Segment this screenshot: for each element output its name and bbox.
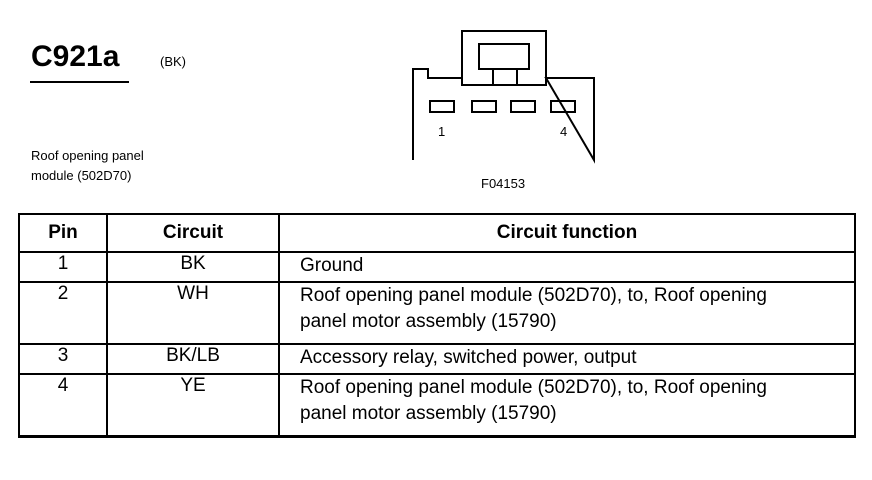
module-description-line2: module (502D70) — [31, 168, 132, 183]
pin-cavity — [429, 100, 455, 113]
table-row: 2 WH Roof opening panel module (502D70),… — [18, 281, 856, 345]
header-circuit: Circuit — [106, 213, 280, 253]
pin-table: Pin Circuit Circuit function 1 BK Ground… — [18, 213, 856, 438]
cell-pin: 2 — [18, 281, 108, 345]
header-circuit-function: Circuit function — [278, 213, 856, 253]
cell-circuit: BK — [106, 251, 280, 283]
connector-body — [412, 68, 595, 164]
header-pin: Pin — [18, 213, 108, 253]
cell-function-line1: Roof opening panel module (502D70), to, … — [300, 285, 767, 306]
cell-circuit: YE — [106, 373, 280, 438]
connector-id: C921a — [31, 40, 120, 73]
cell-function-line2: panel motor assembly (15790) — [300, 403, 557, 424]
connector-latch — [461, 30, 547, 69]
pin-label-last: 4 — [560, 124, 567, 139]
cell-function-line2: panel motor assembly (15790) — [300, 311, 557, 332]
connector-color: (BK) — [160, 54, 186, 69]
cell-circuit: WH — [106, 281, 280, 345]
module-description-line1: Roof opening panel — [31, 148, 144, 163]
cell-function-line1: Ground — [300, 255, 364, 276]
table-row: 4 YE Roof opening panel module (502D70),… — [18, 373, 856, 438]
connector-latch-inner — [478, 43, 530, 70]
module-description: Roof opening panel module (502D70) — [31, 146, 231, 186]
cell-pin: 4 — [18, 373, 108, 438]
cell-function-line1: Accessory relay, switched power, output — [300, 347, 637, 368]
cell-function: Roof opening panel module (502D70), to, … — [278, 373, 856, 438]
pin-label-first: 1 — [438, 124, 445, 139]
table-row: 3 BK/LB Accessory relay, switched power,… — [18, 343, 856, 375]
table-row: 1 BK Ground — [18, 251, 856, 283]
connector-latch-base — [461, 69, 547, 86]
pin-cavity — [471, 100, 497, 113]
cell-function: Roof opening panel module (502D70), to, … — [278, 281, 856, 345]
cell-function: Accessory relay, switched power, output — [278, 343, 856, 375]
figure-reference: F04153 — [481, 176, 526, 191]
cell-pin: 3 — [18, 343, 108, 375]
cell-circuit: BK/LB — [106, 343, 280, 375]
cell-pin: 1 — [18, 251, 108, 283]
connector-face-diagram: 1 4 — [412, 30, 595, 164]
connector-id-underline — [30, 81, 129, 83]
cell-function: Ground — [278, 251, 856, 283]
pin-cavity — [550, 100, 576, 113]
pin-cavity — [510, 100, 536, 113]
cell-function-line1: Roof opening panel module (502D70), to, … — [300, 377, 767, 398]
table-header-row: Pin Circuit Circuit function — [18, 213, 856, 253]
